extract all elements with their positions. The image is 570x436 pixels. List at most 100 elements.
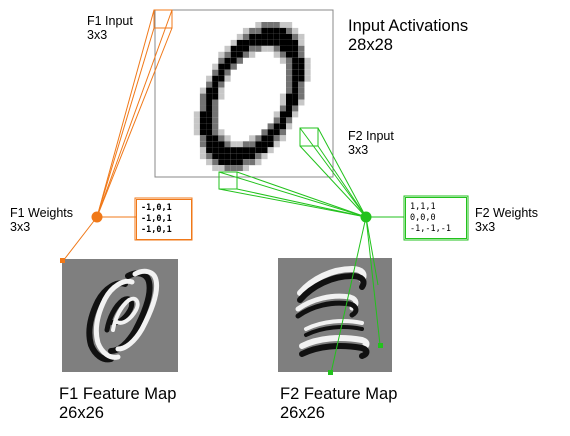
input-pixel <box>236 39 243 46</box>
input-pixel <box>206 135 213 142</box>
input-pixel <box>249 33 256 40</box>
input-pixel <box>193 129 200 136</box>
input-pixel <box>242 51 250 58</box>
input-pixel <box>212 117 219 124</box>
input-pixel <box>230 141 237 148</box>
f2-output-pixel-secondary <box>378 343 383 348</box>
input-pixel <box>206 141 213 148</box>
input-pixel <box>224 141 231 148</box>
input-digit <box>193 22 311 172</box>
input-pixel <box>261 147 268 154</box>
input-pixel <box>206 123 213 130</box>
input-pixel <box>255 135 262 142</box>
input-pixel <box>199 147 207 154</box>
input-pixel <box>212 165 219 172</box>
input-activations-size: 28x28 <box>348 35 393 54</box>
input-pixel <box>206 93 213 100</box>
input-pixel <box>267 27 274 34</box>
input-pixel <box>261 129 268 136</box>
input-pixel <box>212 129 219 136</box>
input-pixel <box>212 159 219 166</box>
input-pixel <box>255 33 262 40</box>
input-pixel <box>304 75 311 82</box>
input-pixel <box>304 69 311 76</box>
input-pixel <box>242 33 250 40</box>
input-pixel <box>236 33 243 40</box>
input-pixel <box>212 69 219 76</box>
input-pixel <box>212 123 219 130</box>
input-pixel <box>193 111 200 118</box>
input-pixel <box>218 87 225 94</box>
input-pixel <box>255 159 262 166</box>
input-pixel <box>212 111 219 118</box>
input-pixel <box>255 147 262 154</box>
input-pixel <box>292 63 299 70</box>
input-pixel <box>212 105 219 112</box>
input-pixel <box>304 63 311 70</box>
f2-weights-label: F2 Weights 3x3 <box>475 206 538 235</box>
input-pixel <box>218 135 225 142</box>
input-pixel <box>255 22 262 28</box>
input-activations <box>154 9 334 178</box>
input-pixel <box>249 147 256 154</box>
input-pixel <box>255 153 262 160</box>
input-pixel <box>206 111 213 118</box>
f1-weights-node <box>91 211 103 223</box>
input-pixel <box>286 117 293 124</box>
input-pixel <box>199 141 207 148</box>
input-pixel <box>230 159 237 166</box>
input-pixel <box>304 57 311 64</box>
input-pixel <box>249 153 256 160</box>
input-pixel <box>193 117 200 124</box>
input-pixel <box>279 27 287 34</box>
input-pixel <box>279 93 287 100</box>
input-pixel <box>236 51 243 58</box>
input-pixel <box>206 117 213 124</box>
input-pixel <box>249 51 256 58</box>
input-pixel <box>298 75 305 82</box>
input-pixel <box>286 123 293 130</box>
input-pixel <box>206 87 213 94</box>
input-pixel <box>199 117 207 124</box>
f2-feature-map-title: F2 Feature Map <box>280 385 398 403</box>
f1-input-label: F1 Input 3x3 <box>87 14 133 43</box>
f1-feature-map-size: 26x26 <box>59 403 104 422</box>
input-pixel <box>286 57 293 64</box>
input-pixel <box>212 99 219 106</box>
input-pixel <box>286 93 293 100</box>
input-pixel <box>292 99 299 106</box>
input-pixel <box>298 99 305 106</box>
input-pixel <box>224 165 231 172</box>
input-pixel <box>249 45 256 52</box>
input-pixel <box>298 69 305 76</box>
input-pixel <box>292 69 299 76</box>
input-pixel <box>273 117 280 124</box>
f1-weights-title: F1 Weights <box>10 206 73 220</box>
input-pixel <box>230 45 237 52</box>
input-pixel <box>218 153 225 160</box>
input-pixel <box>249 39 256 46</box>
f2-feature-map-size: 26x26 <box>280 403 325 422</box>
input-pixel <box>292 39 299 46</box>
input-pixel <box>242 27 250 34</box>
f1-weights-row: -1,0,1 <box>141 225 172 235</box>
input-pixel <box>242 147 250 154</box>
input-pixel <box>212 135 219 142</box>
input-pixel <box>298 51 305 58</box>
input-pixel <box>286 99 293 106</box>
f1-connections <box>62 9 193 262</box>
input-pixel <box>199 99 207 106</box>
input-pixel <box>236 147 243 154</box>
input-pixel <box>286 69 293 76</box>
f1-input-title: F1 Input <box>87 14 133 28</box>
input-pixel <box>236 45 243 52</box>
input-pixel <box>218 165 225 172</box>
input-pixel <box>199 111 207 118</box>
input-pixel <box>273 27 280 34</box>
input-pixel <box>199 105 207 112</box>
input-pixel <box>230 165 237 172</box>
input-pixel <box>218 129 225 136</box>
input-pixel <box>212 81 219 88</box>
input-pixel <box>273 39 280 46</box>
input-pixel <box>298 33 305 40</box>
